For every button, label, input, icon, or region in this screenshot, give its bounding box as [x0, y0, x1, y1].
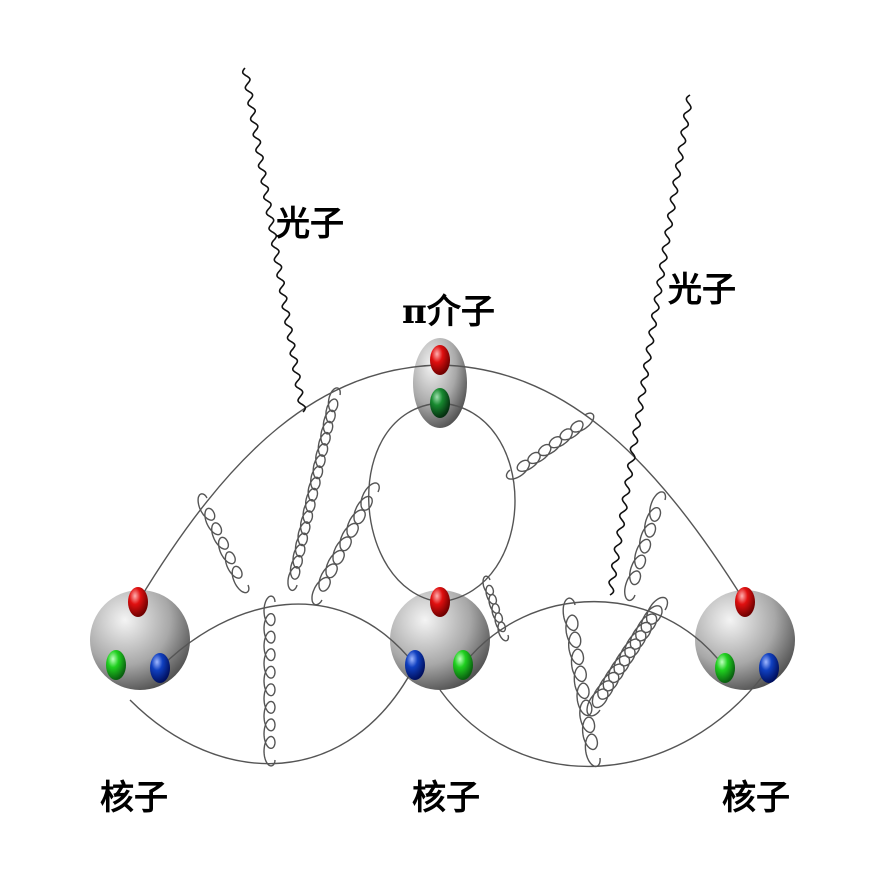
quark-green [453, 650, 473, 680]
quark-blue [150, 653, 170, 683]
nucleon-label-right: 核子 [722, 778, 790, 818]
photon-left [241, 67, 307, 413]
gluon-3 [311, 482, 380, 606]
gluon-1 [197, 493, 250, 594]
quark-line-pion-loop [368, 402, 516, 603]
quark-line-right-upper [462, 601, 726, 669]
gluon-6 [263, 595, 276, 767]
quark-red [128, 587, 148, 617]
quark-blue [759, 653, 779, 683]
photon-label-right: 光子 [668, 270, 736, 310]
photon-right [608, 94, 692, 596]
pion-quark-red [430, 345, 450, 375]
gluon-5 [482, 575, 510, 642]
quark-line-right-lower [439, 667, 770, 768]
quark-red [735, 587, 755, 617]
pion-label: π介子 [402, 292, 495, 332]
gluon-4 [505, 412, 595, 480]
gluon-9 [586, 596, 669, 717]
nucleon-label-left: 核子 [100, 778, 168, 818]
quark-line-left-upper [159, 603, 416, 669]
gluon-8 [623, 491, 667, 602]
quark-red [430, 587, 450, 617]
nucleon-label-middle: 核子 [412, 778, 480, 818]
gluon-2 [287, 387, 341, 592]
photon-label-left: 光子 [276, 204, 344, 244]
quark-blue [405, 650, 425, 680]
quark-green [715, 653, 735, 683]
gluon-7 [562, 597, 601, 768]
quark-green [106, 650, 126, 680]
pion-antiquark-green [430, 388, 450, 418]
quark-line-left-lower [129, 664, 416, 765]
